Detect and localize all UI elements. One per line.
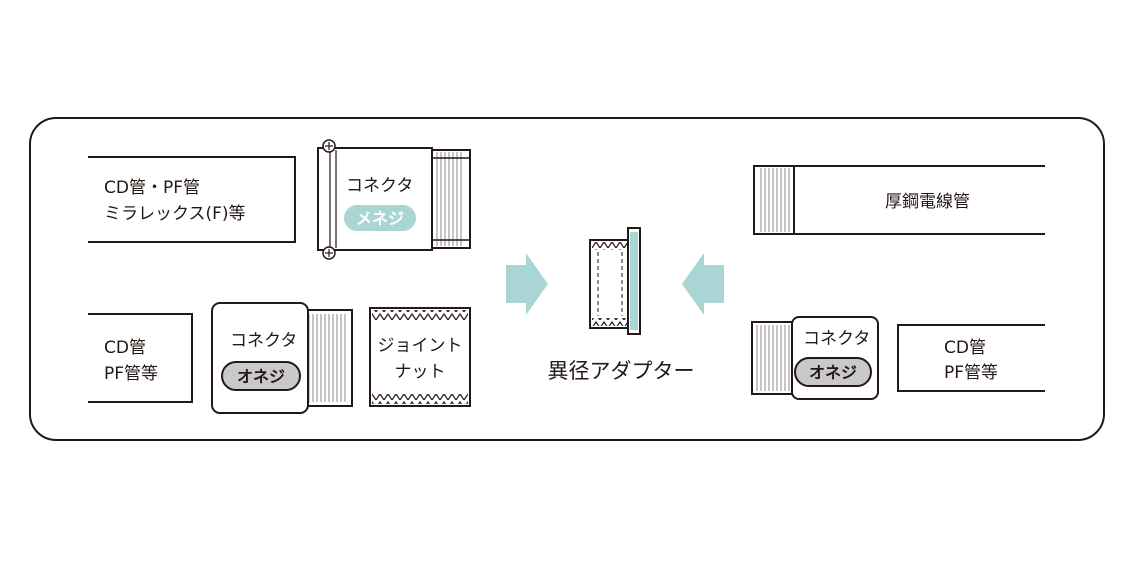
- reducer-adapter: [589, 227, 641, 335]
- pipe-cd-pf-mirallex-label-2: ミラレックス(F)等: [104, 204, 246, 224]
- screw-icon: [322, 246, 336, 260]
- connector-left-badge: [221, 361, 301, 391]
- connector-right-badge: [794, 357, 872, 387]
- pipe-cd-pf-mirallex: CD管・PF管 ミラレックス(F)等: [88, 156, 296, 243]
- connector-top-label: コネクタ: [346, 176, 413, 196]
- pipe-cd-pf-mirallex-label-1: CD管・PF管: [104, 178, 200, 198]
- connector-left-label: コネクタ: [230, 331, 297, 351]
- pipe-thick-steel: 厚鋼電線管: [753, 165, 1045, 235]
- connector-right-label: コネクタ: [803, 329, 870, 349]
- connector-male-left: コネクタ オネジ: [211, 302, 353, 414]
- adapter-title: 異径アダプター: [548, 359, 695, 383]
- pipe-cd-pf-right-label-2: PF管等: [944, 363, 998, 383]
- pipe-cd-pf-left-label-2: PF管等: [104, 364, 158, 384]
- pipe-thick-steel-label: 厚鋼電線管: [885, 192, 970, 212]
- connector-male-right: コネクタ オネジ: [751, 316, 879, 400]
- connector-top-badge-text: メネジ: [356, 209, 404, 228]
- pipe-cd-pf-left-label-1: CD管: [104, 338, 146, 358]
- joint-nut-label-2: ナット: [395, 362, 446, 382]
- connector-top-badge: [344, 205, 416, 231]
- connector-left-badge-text: オネジ: [237, 367, 285, 386]
- joint-nut-label-1: ジョイント: [378, 336, 463, 356]
- screw-icon: [322, 139, 336, 153]
- joint-nut: ジョイント ナット: [369, 307, 471, 407]
- right-arrow-icon: [506, 253, 548, 315]
- pipe-cd-pf-left: CD管 PF管等: [88, 313, 193, 403]
- pipe-cd-pf-right-label-1: CD管: [944, 338, 986, 358]
- connector-female-top: コネクタ メネジ: [317, 139, 471, 260]
- connector-right-badge-text: オネジ: [809, 363, 857, 382]
- pipe-cd-pf-right: CD管 PF管等: [897, 324, 1045, 392]
- left-arrow-icon: [682, 253, 724, 315]
